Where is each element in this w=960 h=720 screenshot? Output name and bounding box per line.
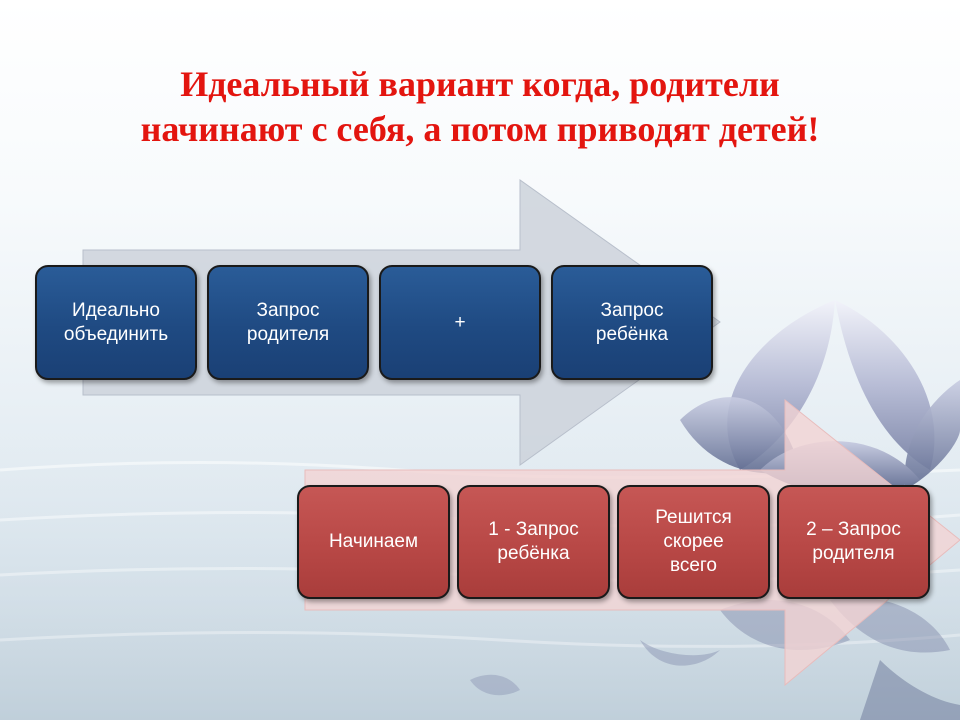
slide-title-line-2: начинают с себя, а потом приводят детей!: [140, 109, 820, 149]
process-step-top-3: +: [379, 265, 541, 380]
process-step-bottom-2-label: 1 - Запрос ребёнка: [488, 519, 579, 564]
process-step-bottom-1-label: Начинаем: [328, 531, 419, 552]
process-step-bottom-4-label: 2 – Запрос родителя: [806, 519, 901, 564]
process-step-top-4-label: Запрос ребёнка: [595, 299, 669, 345]
process-step-bottom-3-label: Решится скорее всего: [655, 507, 732, 576]
slide-title: Идеальный вариант когда, родители начина…: [60, 62, 900, 152]
process-step-bottom-2: 1 - Запрос ребёнка: [457, 485, 610, 599]
process-step-bottom-1: Начинаем: [297, 485, 450, 599]
process-step-bottom-3: Решится скорее всего: [617, 485, 770, 599]
process-step-top-2-label: Запрос родителя: [246, 299, 330, 345]
slide-title-line-1: Идеальный вариант когда, родители: [180, 64, 780, 104]
process-step-top-1-label: Идеально объединить: [63, 299, 169, 345]
process-step-top-2: Запрос родителя: [207, 265, 369, 380]
process-step-top-4: Запрос ребёнка: [551, 265, 713, 380]
process-step-top-3-label: +: [454, 311, 466, 333]
process-step-bottom-4: 2 – Запрос родителя: [777, 485, 930, 599]
process-step-top-1: Идеально объединить: [35, 265, 197, 380]
